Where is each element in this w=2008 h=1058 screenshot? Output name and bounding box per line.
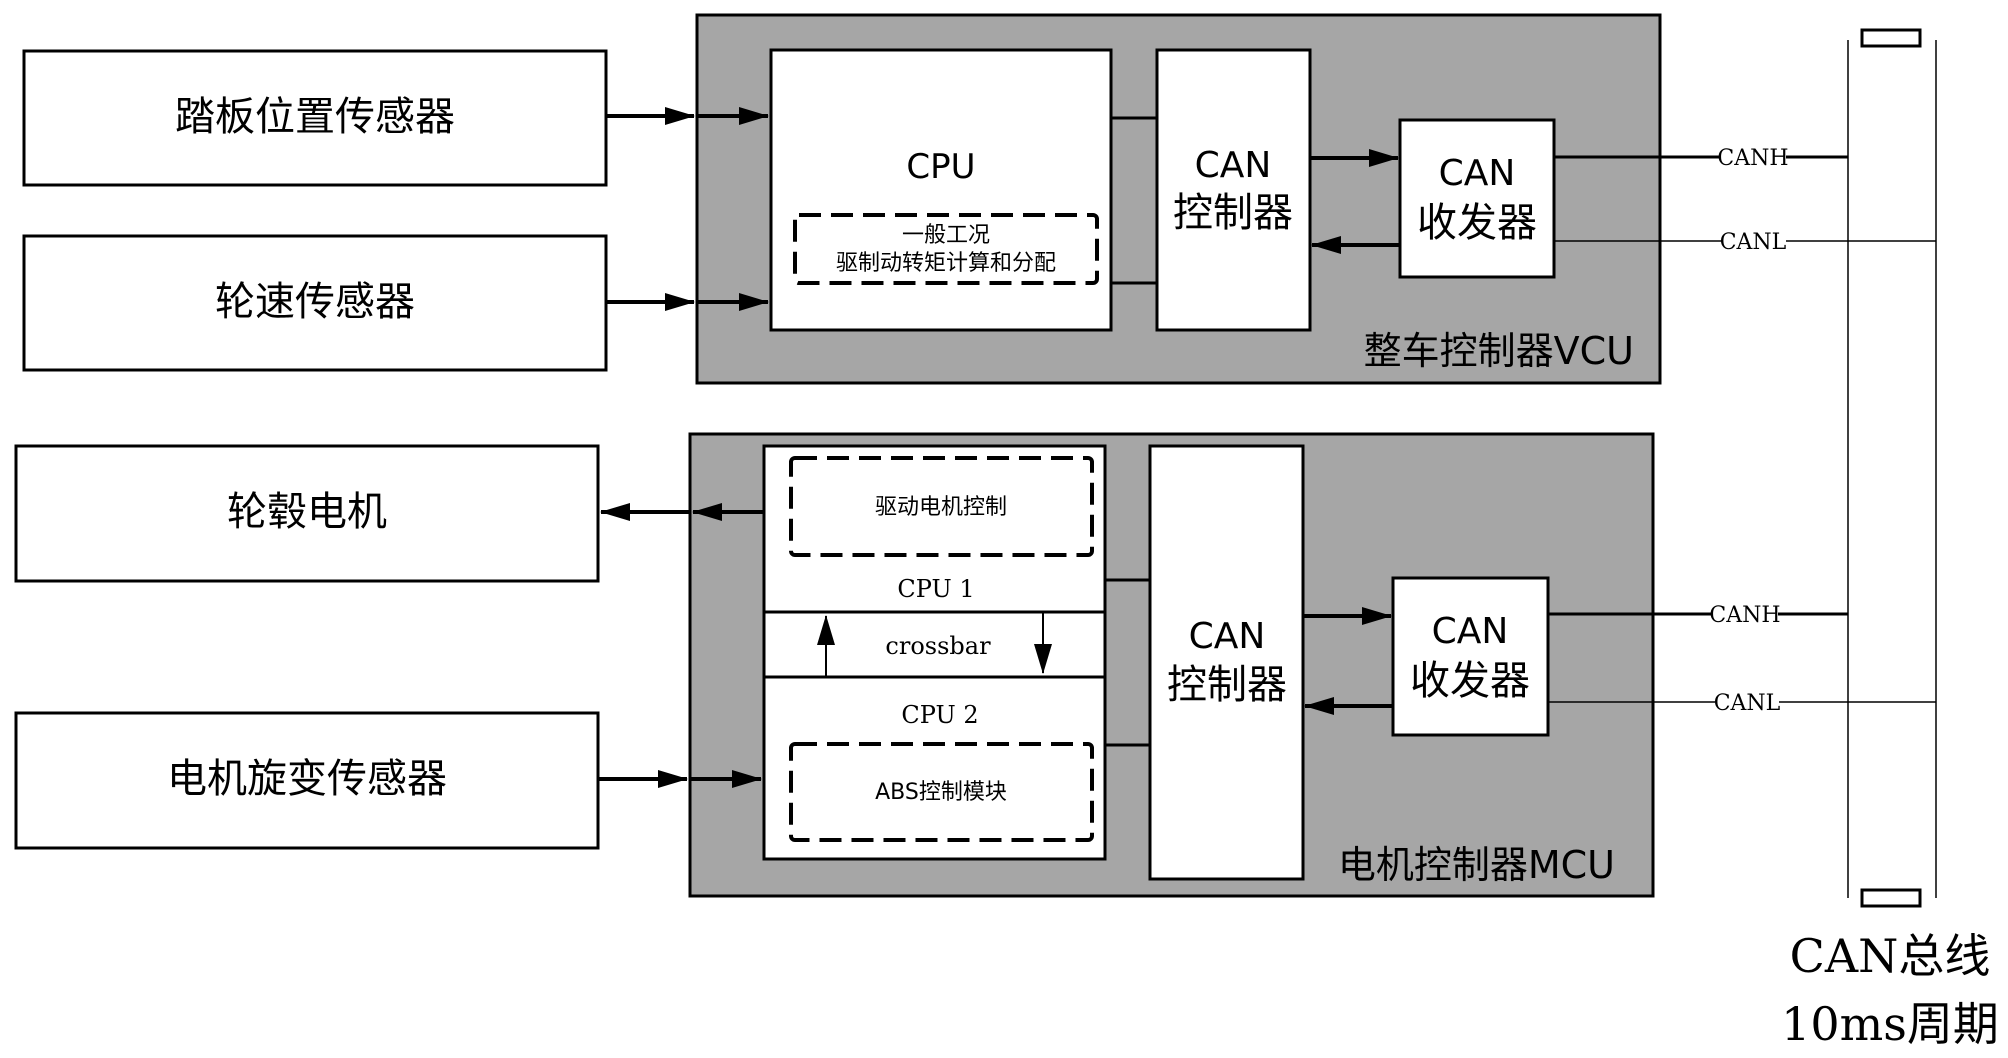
hub-motor-label: 轮毂电机: [227, 489, 387, 535]
mcu-can-transceiver-line2: 收发器: [1410, 658, 1530, 704]
vcu-canh-label: CANH: [1717, 146, 1788, 171]
vcu-canl-label: CANL: [1720, 230, 1787, 255]
vcu-title: 整车控制器VCU: [1364, 329, 1634, 373]
vcu-torque-module: [793, 213, 1099, 285]
mcu-can-transceiver: [1391, 576, 1550, 737]
mcu-cpu2-label: CPU 2: [901, 701, 978, 729]
can-bus-label-line2: 10ms周期: [1781, 997, 1999, 1051]
vcu-can-transceiver: [1398, 118, 1556, 279]
vcu-module-line2: 驱制动转矩计算和分配: [836, 251, 1056, 276]
vcu-module-line1: 一般工况: [902, 223, 990, 248]
hub-motor-box: [14, 444, 600, 583]
mcu-can-controller-line1: CAN: [1189, 616, 1266, 657]
mcu-can-controller-line2: 控制器: [1167, 662, 1287, 708]
vcu-can-transceiver-line2: 收发器: [1417, 200, 1537, 246]
vcu-can-controller-line1: CAN: [1195, 145, 1272, 186]
mcu-can-transceiver-line1: CAN: [1432, 611, 1509, 652]
mcu-title: 电机控制器MCU: [1338, 843, 1615, 887]
mcu-canh-label: CANH: [1709, 603, 1780, 628]
mcu-motor-control-label: 驱动电机控制: [875, 495, 1007, 520]
wheel-speed-sensor-label: 轮速传感器: [215, 279, 415, 325]
mcu-abs-module: [789, 742, 1094, 842]
vcu-can-transceiver-line1: CAN: [1439, 153, 1516, 194]
vcu-can-controller: [1155, 48, 1312, 332]
can-bus-terminator-top: [1860, 28, 1922, 48]
mcu-abs-label: ABS控制模块: [875, 780, 1007, 805]
vcu-cpu-label: CPU: [906, 147, 975, 187]
can-bus-label-line1: CAN总线: [1790, 929, 1991, 983]
mcu-cpu1-label: CPU 1: [897, 575, 974, 603]
mcu-canl-label: CANL: [1714, 691, 1781, 716]
mcu-motor-control-module: [789, 456, 1094, 557]
wheel-speed-sensor-box: [22, 234, 608, 372]
can-bus-terminator-bottom: [1860, 888, 1922, 908]
resolver-sensor-label: 电机旋变传感器: [167, 756, 447, 802]
vcu-can-controller-line2: 控制器: [1173, 190, 1293, 236]
resolver-sensor-box: [14, 711, 600, 850]
pedal-sensor-box: [22, 49, 608, 187]
crossbar-label: crossbar: [885, 632, 991, 660]
mcu-can-controller: [1148, 444, 1305, 881]
pedal-sensor-label: 踏板位置传感器: [175, 94, 455, 140]
vcu-cpu-box: [769, 48, 1113, 332]
